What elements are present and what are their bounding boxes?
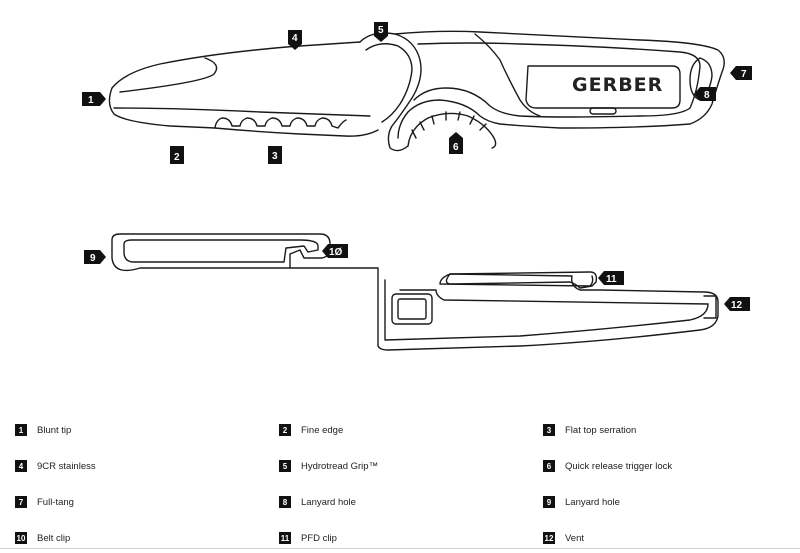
legend-label: Hydrotread Grip™ bbox=[301, 460, 379, 472]
legend-label: Blunt tip bbox=[37, 424, 72, 436]
legend-label: Flat top serration bbox=[565, 424, 637, 436]
legend-badge: 7 bbox=[15, 496, 27, 508]
trigger-lock bbox=[407, 112, 497, 149]
callout-10: 1Ø bbox=[322, 244, 348, 258]
legend-label: Lanyard hole bbox=[301, 496, 356, 508]
svg-text:5: 5 bbox=[378, 25, 384, 36]
legend-badge: 11 bbox=[279, 532, 291, 544]
blade-outline bbox=[108, 41, 379, 137]
callout-9: 9 bbox=[84, 250, 106, 264]
legend-item-6: 6 Quick release trigger lock bbox=[543, 458, 672, 474]
legend-badge: 2 bbox=[279, 424, 291, 436]
callout-12: 12 bbox=[724, 297, 750, 311]
svg-text:6: 6 bbox=[453, 142, 459, 153]
handle-outline bbox=[394, 30, 725, 139]
legend-badge: 8 bbox=[279, 496, 291, 508]
legend-label: Quick release trigger lock bbox=[565, 460, 673, 472]
legend-item-8: 8 Lanyard hole bbox=[279, 494, 356, 510]
legend-badge: 5 bbox=[279, 460, 291, 472]
legend-badge: 3 bbox=[543, 424, 555, 436]
legend-item-3: 3 Flat top serration bbox=[543, 422, 636, 438]
sheath-window-inner bbox=[397, 298, 427, 320]
legend-item-4: 4 9CR stainless bbox=[15, 458, 96, 474]
legend-label: Vent bbox=[565, 532, 585, 544]
svg-text:1Ø: 1Ø bbox=[329, 247, 343, 258]
callout-11: 11 bbox=[598, 271, 624, 285]
legend-item-9: 9 Lanyard hole bbox=[543, 494, 620, 510]
callout-1: 1 bbox=[82, 92, 106, 106]
legend-label: Lanyard hole bbox=[565, 496, 620, 508]
sheath-body bbox=[289, 267, 719, 351]
svg-text:4: 4 bbox=[292, 33, 298, 44]
svg-text:1: 1 bbox=[88, 95, 94, 106]
brand-panel-slot bbox=[589, 107, 617, 115]
pfd-clip bbox=[445, 271, 598, 289]
legend-badge: 9 bbox=[543, 496, 555, 508]
serrations bbox=[214, 117, 347, 129]
blade-edge-line bbox=[113, 107, 371, 117]
legend-item-10: 10 Belt clip bbox=[15, 530, 70, 546]
svg-text:9: 9 bbox=[90, 253, 96, 264]
legend-badge: 6 bbox=[543, 460, 555, 472]
svg-text:3: 3 bbox=[272, 151, 278, 162]
legend: 1 Blunt tip 2 Fine edge 3 Flat top serra… bbox=[0, 410, 800, 553]
svg-text:2: 2 bbox=[174, 152, 180, 163]
legend-badge: 12 bbox=[543, 532, 555, 544]
callout-6: 6 bbox=[449, 132, 463, 154]
svg-text:12: 12 bbox=[731, 300, 743, 311]
legend-item-1: 1 Blunt tip bbox=[15, 422, 71, 438]
legend-item-11: 11 PFD clip bbox=[279, 530, 337, 546]
legend-label: Belt clip bbox=[37, 532, 71, 544]
svg-text:8: 8 bbox=[704, 90, 710, 101]
legend-badge: 1 bbox=[15, 424, 27, 436]
legend-badge: 10 bbox=[15, 532, 27, 544]
legend-item-7: 7 Full-tang bbox=[15, 494, 74, 510]
callout-3: 3 bbox=[268, 146, 282, 164]
brand-panel bbox=[525, 65, 681, 109]
legend-label: Fine edge bbox=[301, 424, 344, 436]
legend-item-5: 5 Hydrotread Grip™ bbox=[279, 458, 378, 474]
legend-label: PFD clip bbox=[301, 532, 337, 544]
brand-logo: GERBER bbox=[572, 74, 663, 96]
callout-5: 5 bbox=[374, 22, 388, 42]
legend-item-12: 12 Vent bbox=[543, 530, 584, 546]
handle-inner bbox=[413, 42, 701, 118]
guard-inner bbox=[365, 43, 413, 123]
svg-text:11: 11 bbox=[606, 274, 617, 285]
sheath-inner bbox=[384, 279, 709, 341]
callout-8: 8 bbox=[694, 87, 716, 101]
svg-text:7: 7 bbox=[741, 69, 747, 80]
legend-label: 9CR stainless bbox=[37, 460, 96, 472]
legend-label: Full-tang bbox=[37, 496, 74, 508]
callout-4: 4 bbox=[288, 30, 302, 50]
belt-clip bbox=[123, 239, 319, 263]
vent-slot bbox=[703, 295, 717, 319]
legend-badge: 4 bbox=[15, 460, 27, 472]
handle-ridge bbox=[474, 33, 541, 117]
callout-7: 7 bbox=[730, 66, 752, 80]
trigger-grooves bbox=[411, 111, 487, 139]
knife-diagram: GERBER 1 2 3 4 5 6 7 8 9 1Ø 11 bbox=[82, 22, 752, 351]
blade-tip-bevel bbox=[119, 57, 218, 93]
legend-item-2: 2 Fine edge bbox=[279, 422, 343, 438]
divider bbox=[0, 548, 800, 549]
callout-2: 2 bbox=[170, 146, 184, 164]
sheath-window bbox=[391, 293, 433, 325]
